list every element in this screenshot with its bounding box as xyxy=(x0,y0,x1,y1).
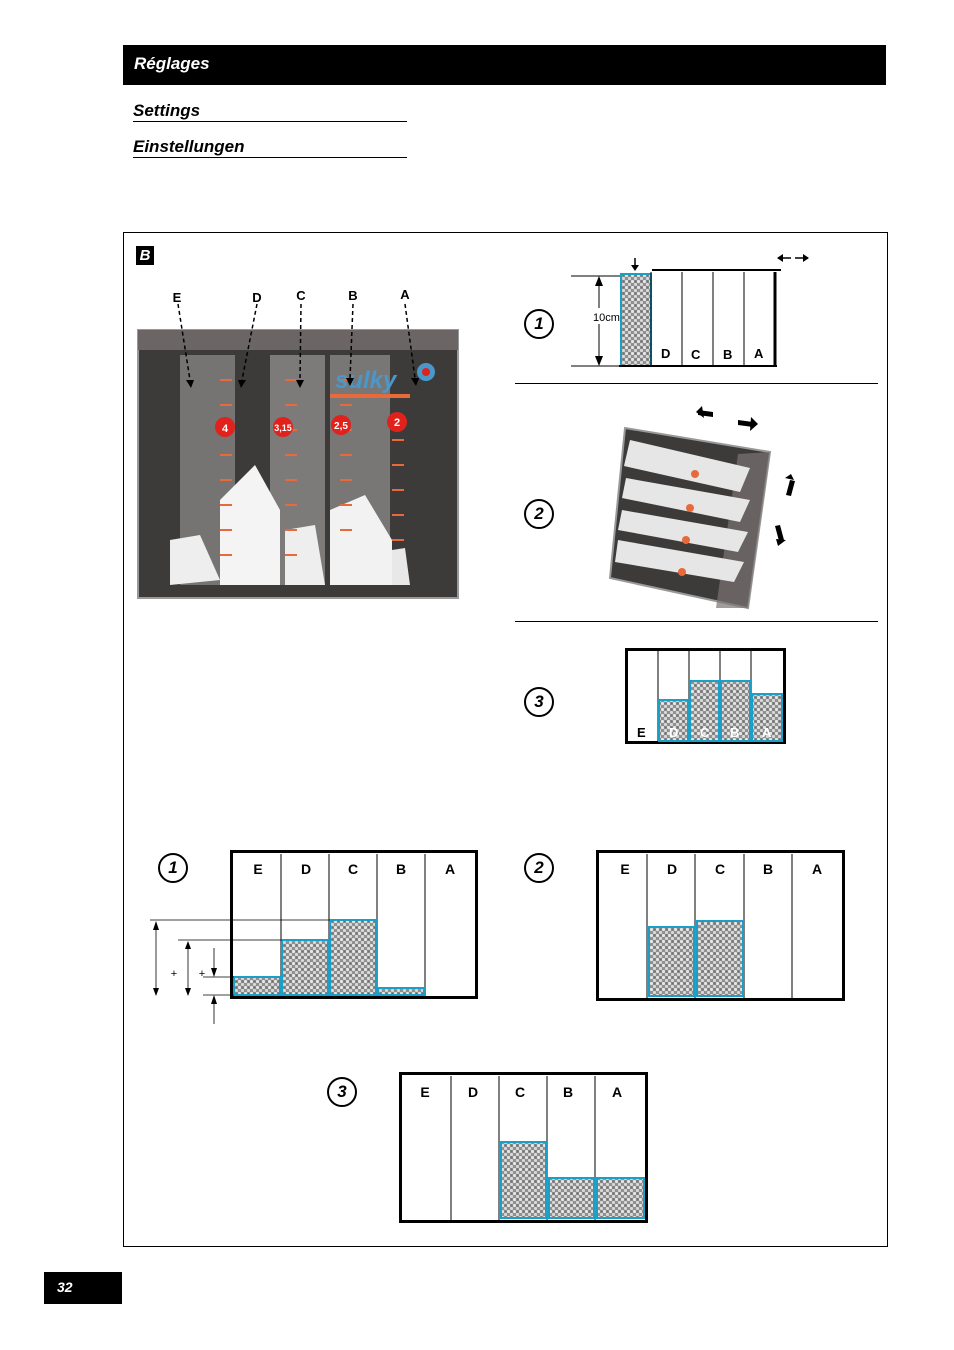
subtitle-einstellungen: Einstellungen xyxy=(133,137,407,158)
step3-bin-e: E xyxy=(637,725,646,740)
b3-bin-e: E xyxy=(420,1084,429,1100)
plus-sign-1: + xyxy=(171,968,177,980)
b1-bin-d: D xyxy=(301,861,311,877)
page-title: Réglages xyxy=(134,54,210,73)
size-markers: 4 3,15 2,5 2 xyxy=(215,412,407,437)
b2-bin-c: C xyxy=(715,861,725,877)
step-1-number-top: 1 xyxy=(524,309,554,339)
step1-bin-b: B xyxy=(723,347,732,362)
b2-bin-d: D xyxy=(667,861,677,877)
b3-bin-a: A xyxy=(612,1084,622,1100)
page-number-tab: 32 xyxy=(44,1272,122,1304)
marker-4: 4 xyxy=(222,423,229,435)
marker-2-5: 2,5 xyxy=(334,421,348,432)
b1-bin-b: B xyxy=(396,861,406,877)
b3-bin-b: B xyxy=(563,1084,573,1100)
subtitle-settings: Settings xyxy=(133,101,407,122)
photo-label-b: B xyxy=(348,288,357,303)
photo-label-d: D xyxy=(252,290,261,305)
step1-bin-a: A xyxy=(754,346,764,361)
marker-3-15: 3,15 xyxy=(274,423,292,433)
collection-box-photo: sulky 4 3,15 2,5 2 E D C B A xyxy=(137,287,459,599)
step-1-number-bottom: 1 xyxy=(158,853,188,883)
b3-bin-d: D xyxy=(468,1084,478,1100)
photo-label-a: A xyxy=(400,287,410,302)
b2-bin-a: A xyxy=(812,861,822,877)
step-2-number-top: 2 xyxy=(524,499,554,529)
step-2-tilted-box xyxy=(608,406,795,610)
marker-2: 2 xyxy=(394,417,400,429)
step3-bin-a: A xyxy=(762,725,772,740)
step-1-diagram: 10cm D C B A xyxy=(571,254,809,367)
page-number: 32 xyxy=(57,1279,73,1295)
step-3-number-top: 3 xyxy=(524,687,554,717)
b1-bin-e: E xyxy=(253,861,262,877)
b2-bin-e: E xyxy=(620,861,629,877)
b3-bin-c: C xyxy=(515,1084,525,1100)
b2-bin-b: B xyxy=(763,861,773,877)
step3-bin-d: D xyxy=(669,725,678,740)
step-3-number-bottom: 3 xyxy=(327,1077,357,1107)
height-label: 10cm xyxy=(593,312,620,324)
bottom-diagram-1: E D C B A + + xyxy=(150,850,478,1024)
header-bar: Réglages xyxy=(123,45,886,85)
photo-label-e: E xyxy=(173,290,182,305)
step1-bin-c: C xyxy=(691,347,701,362)
b1-bin-a: A xyxy=(445,861,455,877)
step3-bin-c: C xyxy=(700,725,710,740)
brand-logo: sulky xyxy=(335,367,398,394)
divider-2 xyxy=(515,621,878,622)
figure-frame xyxy=(123,232,888,1247)
bottom-diagram-3: E D C B A xyxy=(399,1072,648,1223)
step-2-number-bottom: 2 xyxy=(524,853,554,883)
step1-bin-d: D xyxy=(661,346,670,361)
step3-bin-b: B xyxy=(730,725,739,740)
b1-bin-c: C xyxy=(348,861,358,877)
plus-sign-2: + xyxy=(199,968,205,980)
divider-1 xyxy=(515,383,878,384)
photo-label-c: C xyxy=(296,288,306,303)
figure-badge: B xyxy=(136,246,154,265)
step-3-bins-small: E D C B A xyxy=(625,648,786,744)
bottom-diagram-2: E D C B A xyxy=(596,850,845,1001)
